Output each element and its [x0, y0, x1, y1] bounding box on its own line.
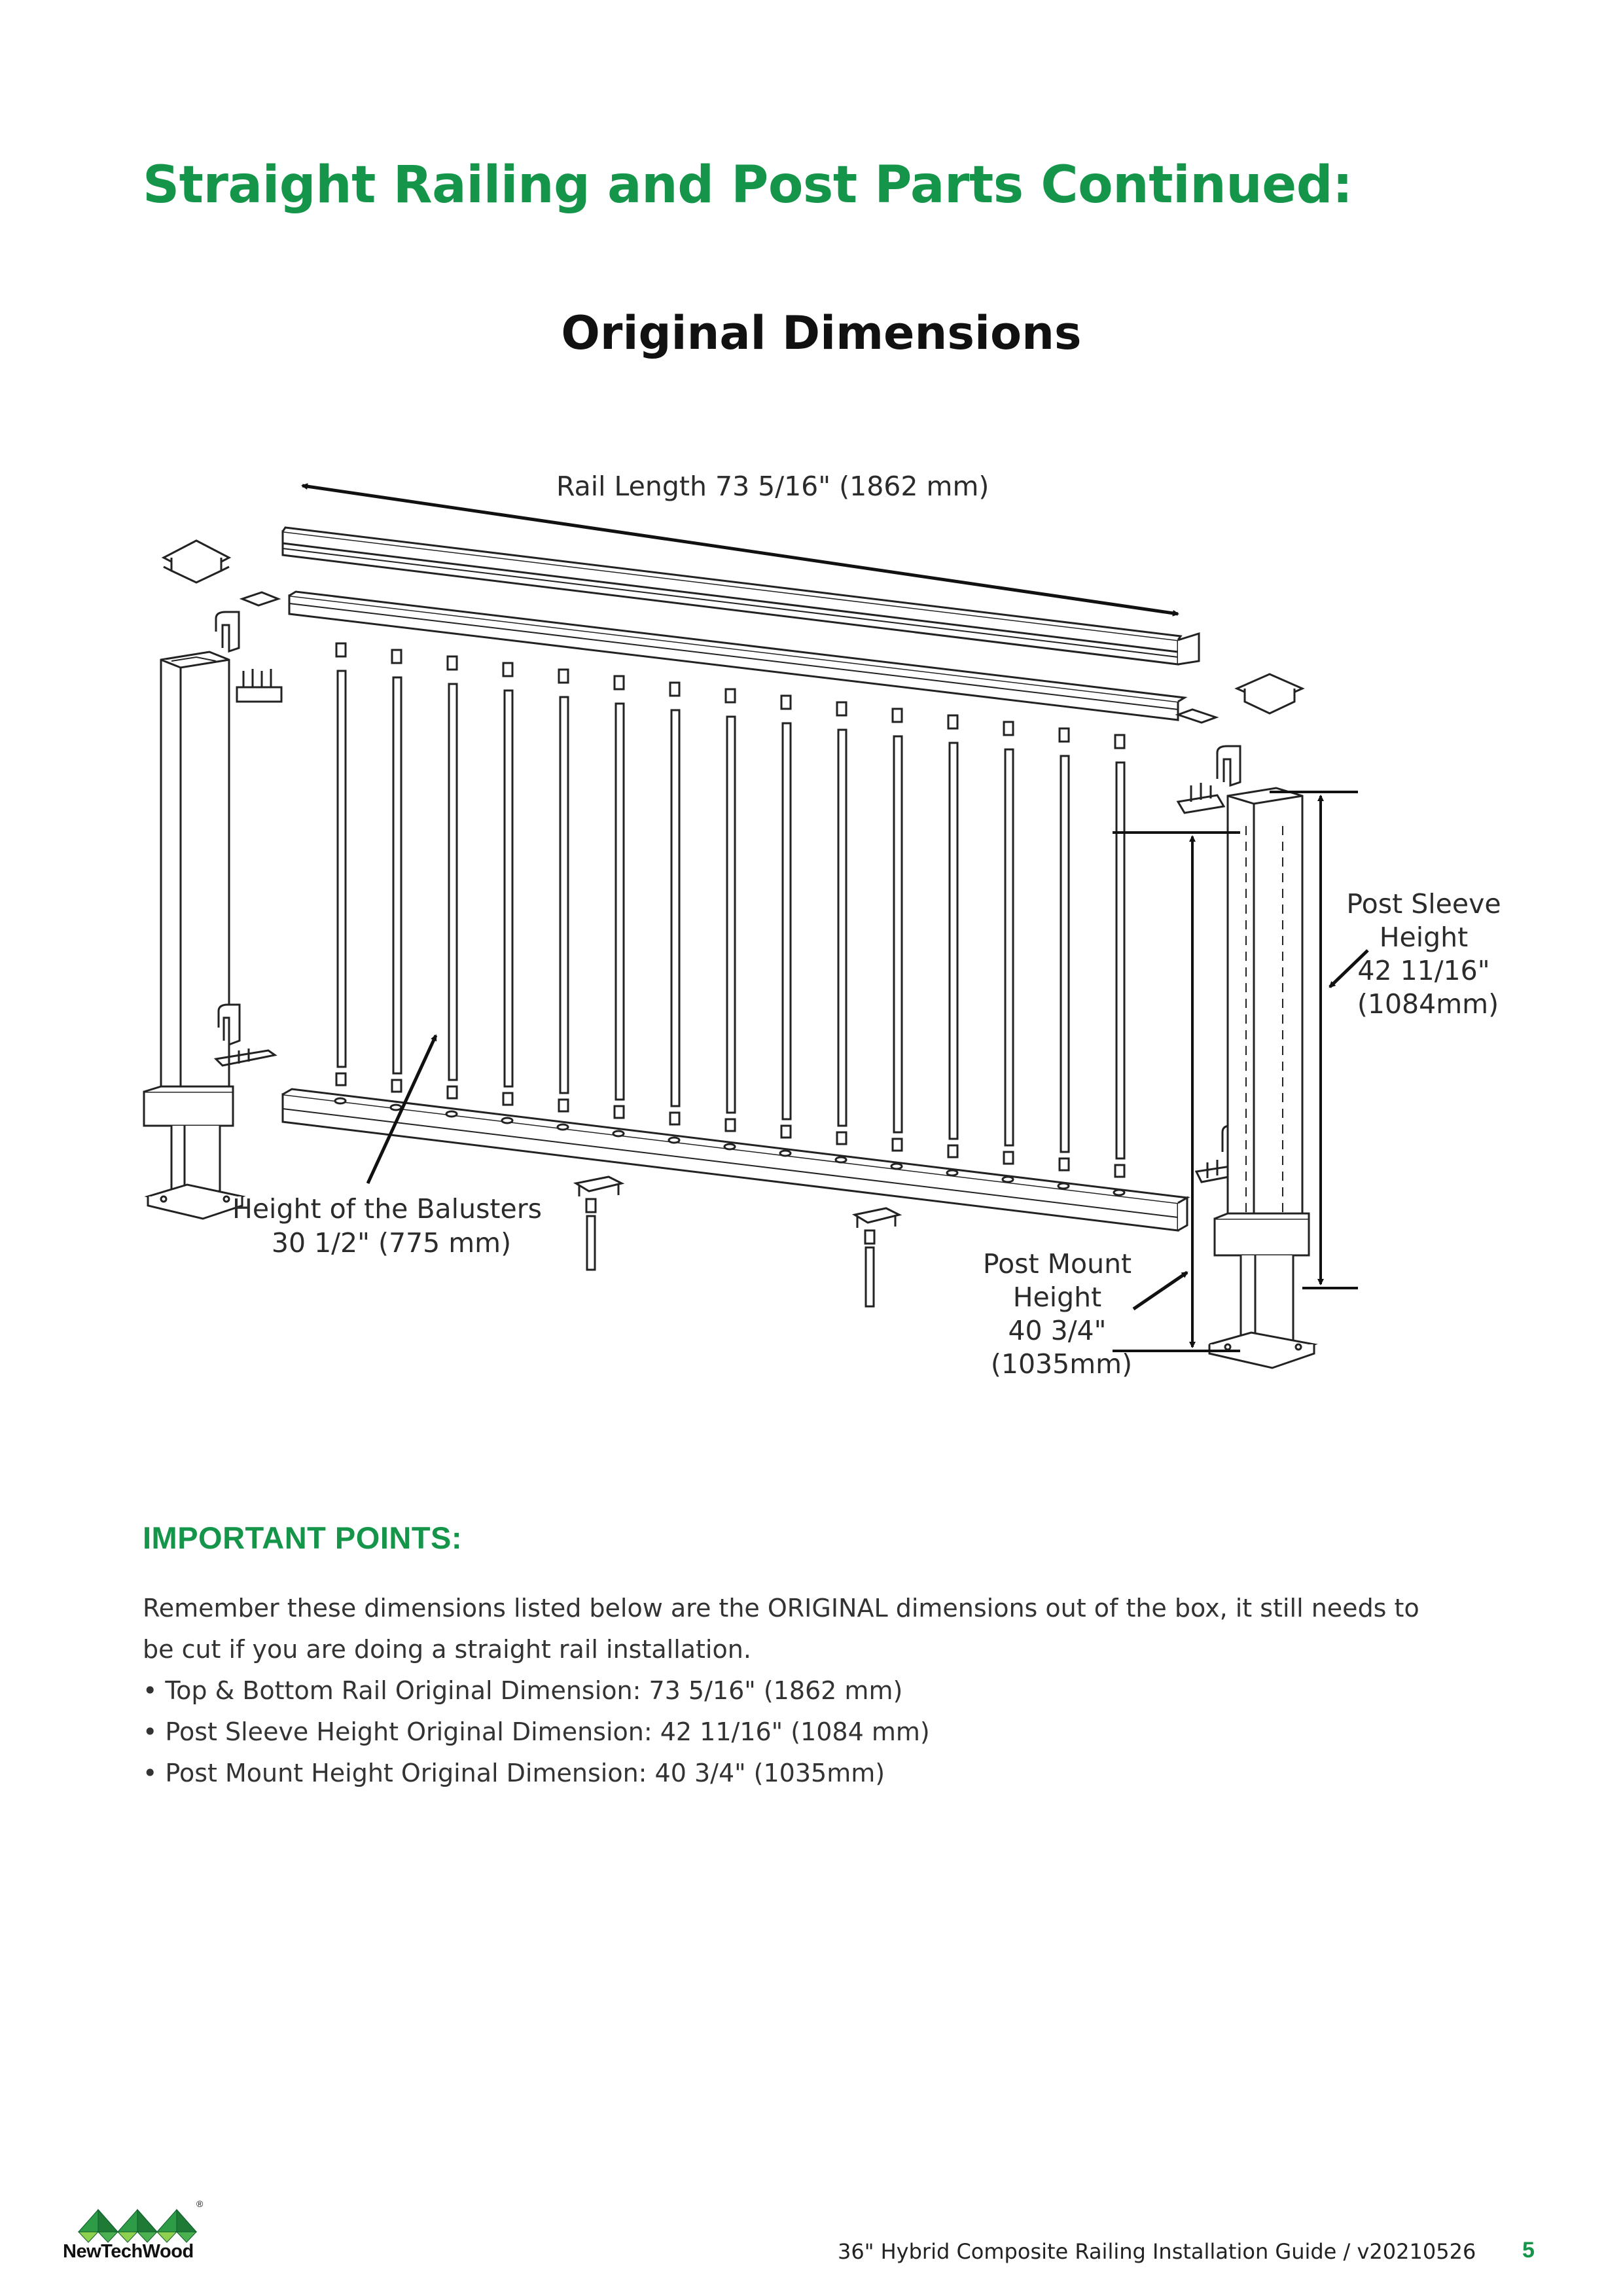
- baluster: [947, 714, 959, 1158]
- list-item: Top & Bottom Rail Original Dimension: 73…: [143, 1670, 1517, 1712]
- list-item: Post Sleeve Height Original Dimension: 4…: [143, 1712, 1517, 1753]
- post-sleeve-label: Post Sleeve Height 42 11/16" (1084mm): [1346, 888, 1509, 1020]
- baluster-label-line: Height of the Balusters: [232, 1193, 542, 1225]
- left-top-bracket: [215, 591, 283, 703]
- list-item-text: Post Sleeve Height Original Dimension: 4…: [165, 1717, 930, 1746]
- post-sleeve-pointer: [1329, 949, 1369, 988]
- post-mount-label-line: Height: [1013, 1282, 1102, 1313]
- baluster: [1058, 727, 1070, 1172]
- diagram-title: Original Dimensions: [561, 306, 1082, 360]
- left-post-cap: [161, 539, 232, 584]
- post-sleeve-label-line: 42 11/16": [1357, 955, 1489, 986]
- post-mount-label-line: 40 3/4": [1008, 1315, 1106, 1346]
- footer-guide-title: 36" Hybrid Composite Railing Installatio…: [838, 2239, 1476, 2264]
- post-sleeve-label-line: (1084mm): [1357, 988, 1499, 1020]
- post-mount-dimension: [1113, 831, 1240, 1352]
- post-sleeve-dimension: [1270, 791, 1358, 1289]
- right-post-cap: [1175, 673, 1305, 724]
- baluster: [335, 642, 347, 1086]
- baluster: [1003, 721, 1014, 1165]
- rail-support-foot: [573, 1175, 625, 1271]
- baluster: [780, 694, 792, 1139]
- baluster: [891, 708, 903, 1152]
- list-item: Post Mount Height Original Dimension: 40…: [143, 1753, 1517, 1794]
- baluster-pointer: [366, 1034, 438, 1185]
- brand-name: NewTechWood: [63, 2241, 194, 2262]
- dimension-list: Top & Bottom Rail Original Dimension: 73…: [143, 1670, 1517, 1794]
- baluster: [1114, 734, 1126, 1178]
- rail-length-arrow: [301, 483, 1179, 617]
- baluster: [724, 688, 736, 1132]
- left-post: [143, 651, 246, 1220]
- baluster-label-line: 30 1/2" (775 mm): [272, 1227, 511, 1259]
- important-heading: IMPORTANT POINTS:: [143, 1520, 463, 1555]
- post-mount-label-line: (1035mm): [991, 1348, 1132, 1380]
- rail-length-label: Rail Length 73 5/16" (1862 mm): [556, 471, 989, 502]
- rail-support-foot: [851, 1207, 902, 1308]
- post-mount-label: Post Mount Height 40 3/4" (1035mm): [983, 1248, 1140, 1380]
- post-sleeve-label-line: Post Sleeve: [1346, 888, 1501, 920]
- baluster: [836, 701, 847, 1145]
- baluster: [502, 662, 514, 1106]
- list-item-text: Top & Bottom Rail Original Dimension: 73…: [165, 1676, 903, 1705]
- baluster: [391, 649, 402, 1093]
- post-mount-label-line: Post Mount: [983, 1248, 1132, 1280]
- post-sleeve-label-line: Height: [1380, 922, 1469, 953]
- page-number: 5: [1522, 2238, 1535, 2263]
- registered-mark: ®: [196, 2198, 204, 2209]
- page-title: Straight Railing and Post Parts Continue…: [143, 156, 1353, 215]
- bottom-rail: [281, 1088, 1190, 1232]
- intro-line: Remember these dimensions listed below a…: [143, 1594, 1419, 1623]
- railing-diagram: Rail Length 73 5/16" (1862 mm): [143, 471, 1509, 1380]
- left-bottom-bracket: [213, 1003, 277, 1067]
- baluster: [669, 681, 681, 1126]
- intro-line: be cut if you are doing a straight rail …: [143, 1635, 751, 1664]
- list-item-text: Post Mount Height Original Dimension: 40…: [165, 1759, 885, 1787]
- baluster-top-rail: [288, 590, 1188, 721]
- post-mount-pointer: [1132, 1270, 1188, 1311]
- top-rail: [281, 526, 1200, 666]
- baluster: [558, 668, 569, 1113]
- right-post: [1208, 787, 1318, 1369]
- baluster: [446, 655, 458, 1100]
- brand-logo-icon: ®: [77, 2198, 204, 2243]
- right-top-bracket: [1176, 745, 1241, 814]
- baluster: [613, 675, 625, 1119]
- balusters: [335, 642, 1126, 1178]
- important-body: Remember these dimensions listed below a…: [143, 1588, 1517, 1794]
- baluster-label: Height of the Balusters 30 1/2" (775 mm): [232, 1193, 550, 1259]
